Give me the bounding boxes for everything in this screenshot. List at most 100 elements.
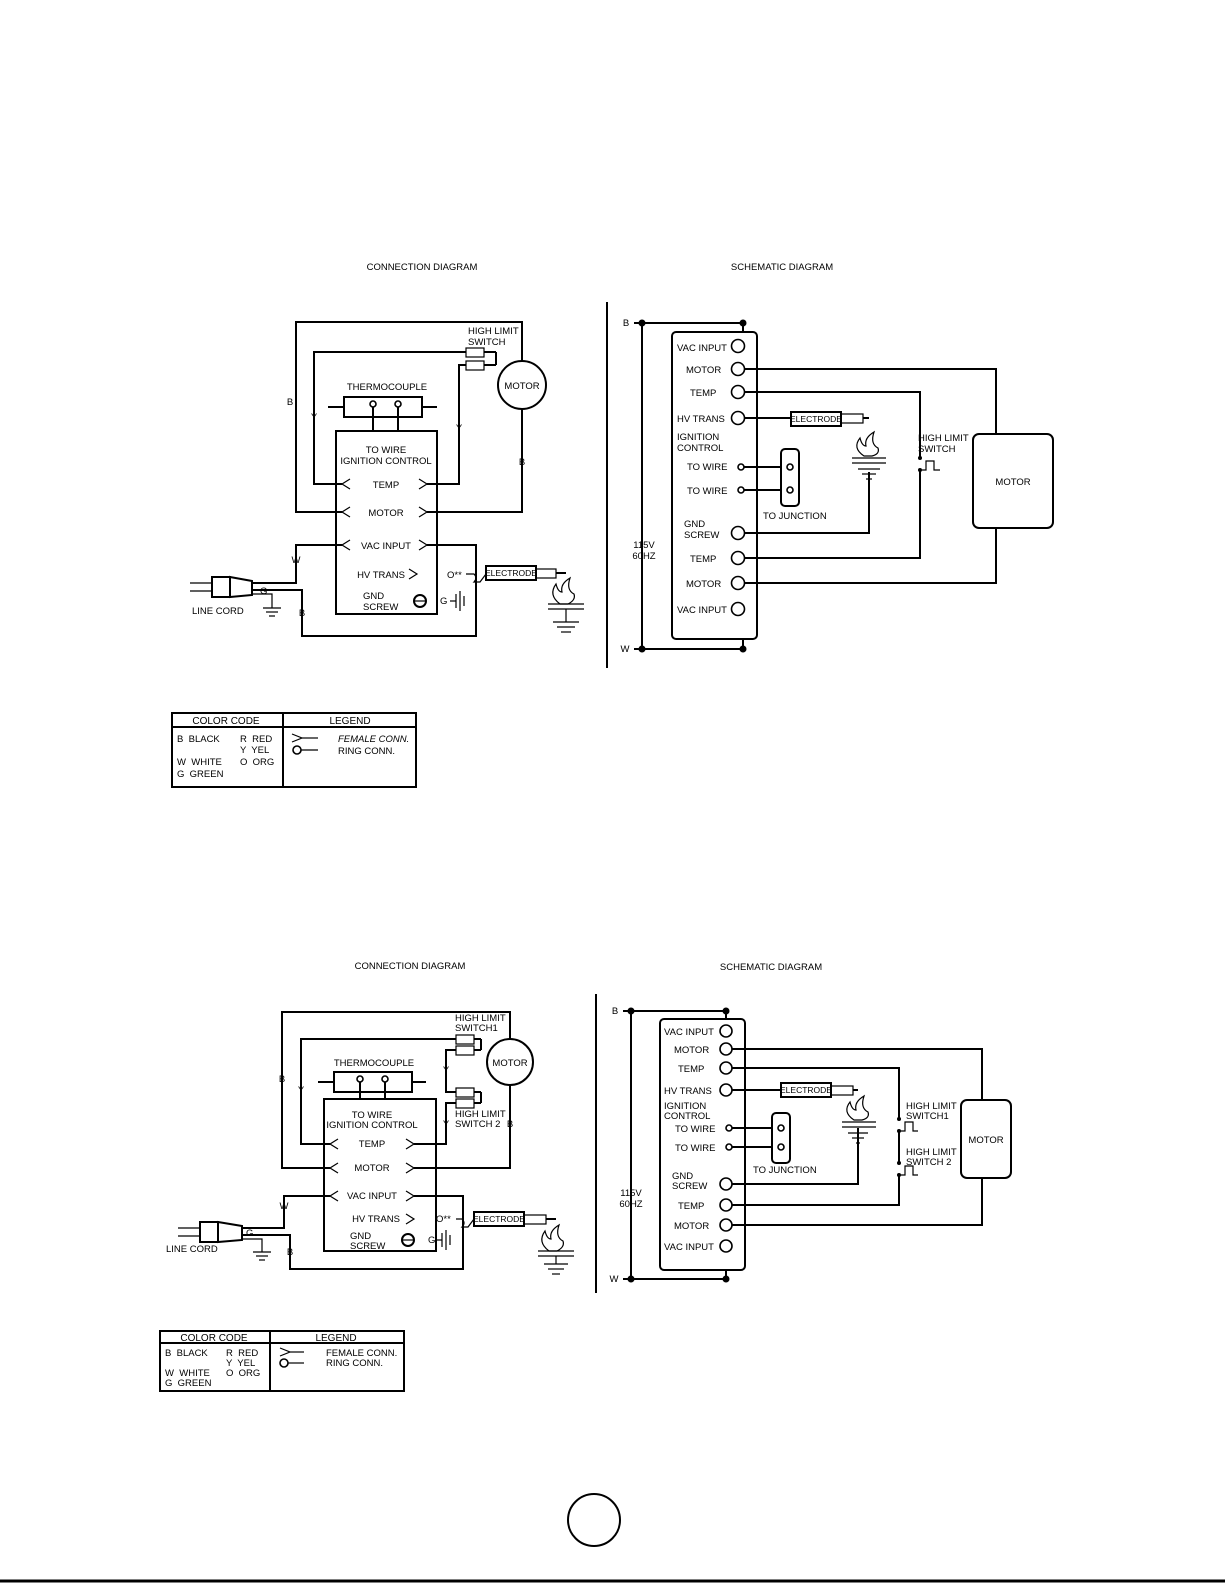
svg-text:HV TRANS: HV TRANS xyxy=(677,414,725,425)
svg-text:HIGH LIMIT: HIGH LIMIT xyxy=(906,1147,957,1158)
svg-text:SWITCH 2: SWITCH 2 xyxy=(455,1119,500,1130)
flame-icon-4 xyxy=(842,1094,876,1144)
svg-text:GND: GND xyxy=(684,519,705,530)
svg-text:Y YEL: Y YEL xyxy=(240,745,269,756)
svg-text:B: B xyxy=(623,318,629,329)
svg-text:SCHEMATIC DIAGRAM: SCHEMATIC DIAGRAM xyxy=(720,962,822,973)
connection-diagram-1: CONNECTION DIAGRAM HIGH LIMIT SWITCH MOT… xyxy=(190,262,584,637)
svg-text:Y: Y xyxy=(443,1065,450,1076)
svg-text:Y: Y xyxy=(443,1119,450,1130)
svg-text:R RED: R RED xyxy=(226,1348,258,1359)
svg-text:VAC INPUT: VAC INPUT xyxy=(664,1027,714,1038)
electrode-2: ELECTRODE xyxy=(473,1211,556,1227)
svg-text:VAC INPUT: VAC INPUT xyxy=(677,343,727,354)
electrode-1: ELECTRODE xyxy=(485,565,566,581)
svg-text:VAC INPUT: VAC INPUT xyxy=(677,605,727,616)
svg-text:G GREEN: G GREEN xyxy=(177,769,224,780)
svg-text:W: W xyxy=(292,555,301,566)
svg-text:IGNITION: IGNITION xyxy=(664,1101,706,1112)
svg-text:W WHITE: W WHITE xyxy=(165,1368,210,1379)
svg-text:IGNITION: IGNITION xyxy=(677,432,719,443)
svg-text:MOTOR: MOTOR xyxy=(686,365,721,376)
svg-text:MOTOR: MOTOR xyxy=(686,579,721,590)
svg-text:TO WIRE: TO WIRE xyxy=(352,1110,392,1121)
svg-text:MOTOR: MOTOR xyxy=(492,1058,527,1069)
svg-text:W: W xyxy=(610,1274,619,1285)
svg-text:B: B xyxy=(612,1006,618,1017)
page-number-circle xyxy=(567,1493,621,1547)
svg-text:G GREEN: G GREEN xyxy=(165,1378,212,1389)
svg-text:RING CONN.: RING CONN. xyxy=(338,746,395,757)
connection-diagram-2: CONNECTION DIAGRAM HIGH LIMIT SWITCH1 MO… xyxy=(166,961,574,1275)
high-limit-switch1-icon-2: HIGH LIMIT SWITCH1 xyxy=(897,1101,957,1133)
svg-text:VAC INPUT: VAC INPUT xyxy=(361,541,411,552)
svg-text:G: G xyxy=(260,586,267,597)
svg-text:TEMP: TEMP xyxy=(690,388,716,399)
svg-text:MOTOR: MOTOR xyxy=(368,508,403,519)
line-cord-plug-1: LINE CORD xyxy=(190,575,253,617)
svg-text:COLOR CODE: COLOR CODE xyxy=(180,1333,248,1344)
svg-text:W WHITE: W WHITE xyxy=(177,757,222,768)
svg-text:FEMALE CONN.: FEMALE CONN. xyxy=(326,1348,397,1359)
svg-text:THERMOCOUPLE: THERMOCOUPLE xyxy=(347,382,427,393)
svg-text:60HZ: 60HZ xyxy=(632,551,655,562)
svg-text:GND: GND xyxy=(350,1231,371,1242)
schematic-diagram-2: SCHEMATIC DIAGRAM B W 115V 60HZ VAC INPU… xyxy=(595,962,1012,1293)
connection-1-wires: B Y Y B W B G G xyxy=(252,321,525,637)
svg-text:ELECTRODE: ELECTRODE xyxy=(485,568,537,578)
flame-icon-3 xyxy=(538,1223,574,1275)
svg-text:ELECTRODE: ELECTRODE xyxy=(790,414,842,424)
flame-icon-1 xyxy=(548,576,584,633)
svg-text:HV TRANS: HV TRANS xyxy=(664,1086,712,1097)
svg-text:MOTOR: MOTOR xyxy=(674,1221,709,1232)
connection-diagram-1-title: CONNECTION DIAGRAM xyxy=(367,262,478,273)
svg-text:ELECTRODE: ELECTRODE xyxy=(780,1085,832,1095)
svg-text:MOTOR: MOTOR xyxy=(968,1135,1003,1146)
svg-text:SWITCH: SWITCH xyxy=(468,337,506,348)
high-limit-switch2-2: HIGH LIMIT SWITCH 2 xyxy=(455,1087,506,1130)
svg-text:LEGEND: LEGEND xyxy=(315,1333,356,1344)
svg-text:VAC INPUT: VAC INPUT xyxy=(664,1242,714,1253)
svg-text:HIGH LIMIT: HIGH LIMIT xyxy=(455,1013,506,1024)
svg-text:LINE CORD: LINE CORD xyxy=(192,606,244,617)
svg-text:HV TRANS: HV TRANS xyxy=(357,570,405,581)
ring-conn-icon xyxy=(292,745,302,755)
svg-text:GND: GND xyxy=(363,591,384,602)
svg-text:TO JUNCTION: TO JUNCTION xyxy=(763,511,827,522)
ignition-control-1: TO WIRE IGNITION CONTROL TEMP MOTOR VAC … xyxy=(335,430,438,615)
svg-text:MOTOR: MOTOR xyxy=(354,1163,389,1174)
svg-text:O ORG: O ORG xyxy=(226,1368,260,1379)
svg-text:MOTOR: MOTOR xyxy=(504,381,539,392)
line-cord-plug-2: LINE CORD xyxy=(166,1220,243,1255)
svg-text:Y YEL: Y YEL xyxy=(226,1358,255,1369)
svg-text:B: B xyxy=(519,457,525,468)
svg-text:MOTOR: MOTOR xyxy=(995,477,1030,488)
svg-text:W: W xyxy=(621,644,630,655)
color-code-legend-table-1: COLOR CODE LEGEND B BLACK W WHITE G GREE… xyxy=(171,712,417,788)
svg-text:HV TRANS: HV TRANS xyxy=(352,1214,400,1225)
thermocouple-2: THERMOCOUPLE xyxy=(318,1058,426,1111)
color-code-legend-table-2: COLOR CODE LEGEND B BLACK W WHITE G GREE… xyxy=(159,1330,405,1392)
svg-text:R RED: R RED xyxy=(240,734,272,745)
high-limit-switch2-icon-2: HIGH LIMIT SWITCH 2 xyxy=(897,1147,957,1177)
svg-text:G: G xyxy=(246,1228,253,1239)
svg-text:THERMOCOUPLE: THERMOCOUPLE xyxy=(334,1058,414,1069)
svg-text:Y: Y xyxy=(311,412,318,423)
svg-text:SWITCH 2: SWITCH 2 xyxy=(906,1157,951,1168)
svg-text:B: B xyxy=(287,1247,293,1258)
svg-text:LINE CORD: LINE CORD xyxy=(166,1244,218,1255)
svg-text:SCREW: SCREW xyxy=(363,602,398,613)
svg-text:TEMP: TEMP xyxy=(690,554,716,565)
svg-text:SWITCH1: SWITCH1 xyxy=(906,1111,949,1122)
svg-text:TO WIRE: TO WIRE xyxy=(687,462,727,473)
svg-text:HIGH LIMIT: HIGH LIMIT xyxy=(918,433,969,444)
svg-text:SWITCH: SWITCH xyxy=(918,444,956,455)
svg-text:CONNECTION DIAGRAM: CONNECTION DIAGRAM xyxy=(355,961,466,972)
svg-text:TO WIRE: TO WIRE xyxy=(366,445,406,456)
svg-text:TO WIRE: TO WIRE xyxy=(675,1124,715,1135)
svg-text:B: B xyxy=(507,1119,513,1130)
svg-text:IGNITION CONTROL: IGNITION CONTROL xyxy=(326,1120,417,1131)
svg-text:60HZ: 60HZ xyxy=(619,1199,642,1210)
svg-text:TEMP: TEMP xyxy=(678,1064,704,1075)
svg-text:SWITCH1: SWITCH1 xyxy=(455,1023,498,1034)
